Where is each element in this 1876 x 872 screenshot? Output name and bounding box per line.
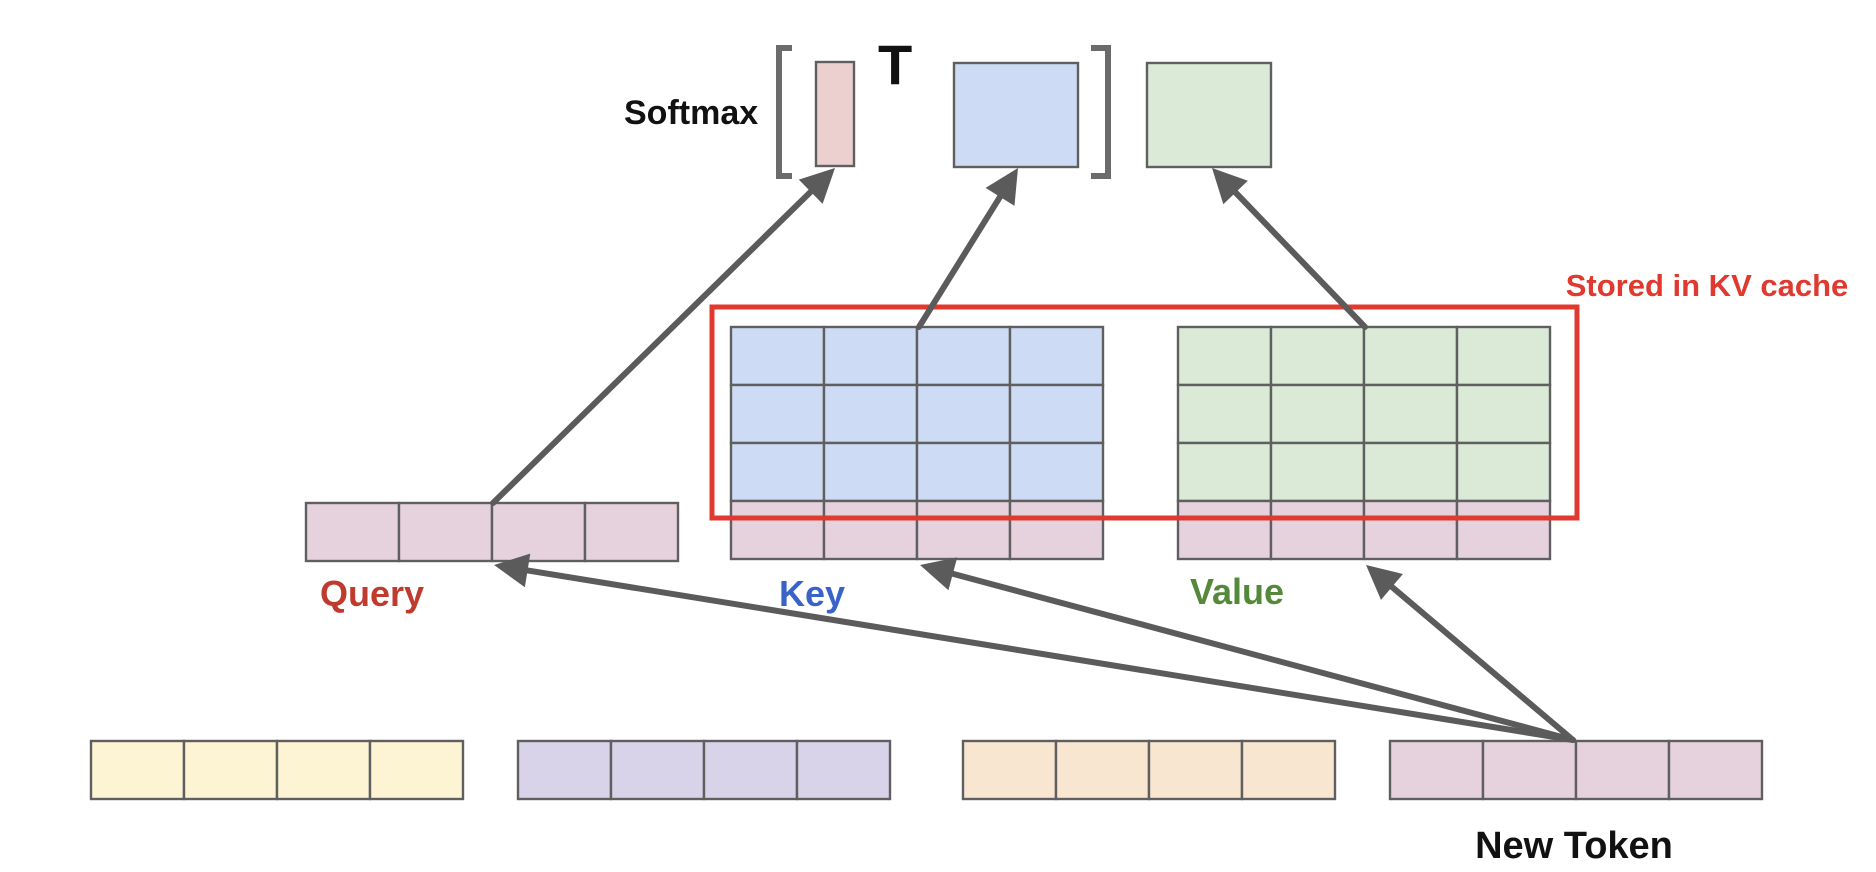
value-matrix [1176,325,1552,561]
new-token-cell [1667,739,1764,801]
value-cached-cell [1176,441,1273,503]
key-cached-cell [1008,441,1105,503]
right-bracket-icon [1091,45,1111,179]
key-matrix [729,325,1105,561]
new-token-label: New Token [1475,825,1673,867]
arrow-key-to-top [916,168,1018,330]
key-new-row-cell [1008,499,1105,561]
token-3-cell [1054,739,1151,801]
token-2-cell [702,739,799,801]
value-new-row-cell [1176,499,1273,561]
key-cached-cell [822,383,919,445]
key-new-row-cell [729,499,826,561]
value-cached-cell [1362,383,1459,445]
new-token-cell [1481,739,1578,801]
key-cached-cell [915,383,1012,445]
arrow-token-to-query [494,553,1576,743]
arrow-value-to-top [1212,168,1368,330]
value-cached-cell [1176,383,1273,445]
value-cached-cell [1176,325,1273,387]
value-new-row-cell [1362,499,1459,561]
query-cell [490,501,587,563]
value-cached-cell [1269,383,1366,445]
token-3-cell [1240,739,1337,801]
key-cached-cell [915,441,1012,503]
arrow-token-to-key [920,557,1576,743]
softmax-label: Softmax [624,94,758,132]
value-new-row-cell [1455,499,1552,561]
key-cached-cell [729,441,826,503]
arrow-icon [798,168,835,204]
arrow-token-to-value-line [1385,581,1576,743]
value-cached-cell [1362,441,1459,503]
arrow-key-to-top-line [916,190,1006,330]
value-matrix-top [1145,61,1273,169]
left-bracket-icon [776,45,792,179]
key-cached-cell [915,325,1012,387]
new-token-cell [1388,739,1485,801]
value-cached-cell [1455,325,1552,387]
arrow-icon [985,168,1018,206]
token-1-cell [368,739,465,801]
value-cached-cell [1269,441,1366,503]
arrow-token-to-value [1366,565,1576,743]
key-cached-cell [729,325,826,387]
value-cached-cell [1455,383,1552,445]
token-1-cell [182,739,279,801]
key-cached-cell [1008,325,1105,387]
key-cached-cell [822,325,919,387]
key-new-row-cell [822,499,919,561]
arrow-token-to-key-line [945,569,1576,743]
token-2-cell [516,739,613,801]
arrow-icon [1366,565,1403,600]
key-new-row-cell [915,499,1012,561]
arrow-icon [494,553,531,588]
key-cached-cell [1008,383,1105,445]
arrow-query-to-top-line [490,185,817,506]
arrows [490,168,1576,743]
kv-cache-box [709,304,1580,521]
query-vector-top [814,60,856,168]
token-2-cell [795,739,892,801]
token-3-cell [1147,739,1244,801]
arrow-query-to-top [490,168,835,506]
key-matrix-top [952,61,1080,169]
value-new-row-cell [1269,499,1366,561]
value-cached-cell [1269,325,1366,387]
arrow-icon [1212,168,1248,205]
token-2-cell [609,739,706,801]
token-3-cell [961,739,1058,801]
token-1-cell [89,739,186,801]
token-1-cell [275,739,372,801]
value-cached-cell [1455,441,1552,503]
query-cell [397,501,494,563]
value-cached-cell [1362,325,1459,387]
arrow-icon [920,557,958,591]
kv-cache-label: Stored in KV cache [1566,268,1849,303]
arrow-value-to-top-line [1229,186,1368,330]
arrow-token-to-query-line [520,566,1576,743]
value-label: Value [1190,571,1284,612]
key-label: Key [779,573,845,614]
new-token-cell [1574,739,1671,801]
transpose-label: T [878,33,912,96]
attention-formula: Softmax T [624,33,1273,179]
key-cached-cell [729,383,826,445]
query-vector [304,501,680,563]
query-label: Query [320,573,424,614]
key-cached-cell [822,441,919,503]
query-cell [583,501,680,563]
token-row [89,739,1764,801]
query-cell [304,501,401,563]
